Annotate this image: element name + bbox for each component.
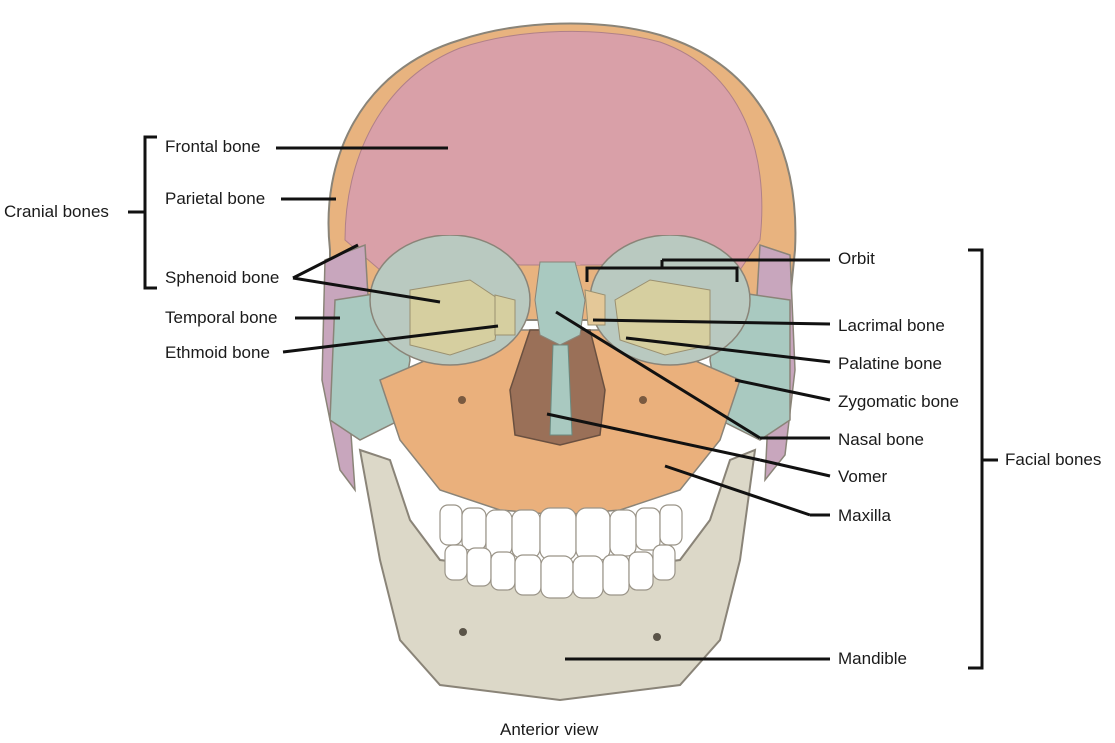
vomer-label: Vomer: [838, 467, 888, 486]
temporal-bone-label: Temporal bone: [165, 308, 278, 327]
sphenoid-right-shape: [614, 279, 711, 356]
frontal-brow-shape: [370, 228, 755, 265]
lacrimal-bone-label: Lacrimal bone: [838, 316, 945, 335]
vomer-shape: [549, 344, 573, 436]
parietal-bone-label: Parietal bone: [165, 189, 266, 208]
facial-bones-group-label: Facial bones: [1005, 450, 1102, 469]
facial-bracket: [968, 248, 984, 670]
mandible-label: Mandible: [838, 649, 907, 668]
view-caption: Anterior view: [500, 720, 599, 739]
upper-teeth: [439, 504, 683, 561]
lower-teeth: [444, 544, 676, 599]
cranial-bracket: [143, 135, 157, 290]
infraorbital-foramen-right: [639, 396, 647, 404]
frontal-bone-label: Frontal bone: [165, 137, 261, 156]
mental-foramen-left: [459, 628, 467, 636]
leader-lines: [128, 135, 998, 670]
sphenoid-left-shape: [409, 279, 501, 356]
mental-foramen-right: [653, 633, 661, 641]
lacrimal-shape: [584, 289, 606, 326]
ethmoid-shape: [494, 294, 516, 336]
frontal-bone-shape: [344, 30, 763, 271]
nasal-bone-shape: [534, 261, 586, 346]
ethmoid-bone-label: Ethmoid bone: [165, 343, 270, 362]
palatine-bone-label: Palatine bone: [838, 354, 942, 373]
zygomatic-bone-label: Zygomatic bone: [838, 392, 959, 411]
sphenoid-bone-label: Sphenoid bone: [165, 268, 280, 287]
cranial-bones-group-label: Cranial bones: [4, 202, 109, 221]
nasal-bone-label: Nasal bone: [838, 430, 925, 449]
infraorbital-foramen-left: [458, 396, 466, 404]
orbit-label: Orbit: [838, 249, 875, 268]
maxilla-label: Maxilla: [838, 506, 891, 525]
